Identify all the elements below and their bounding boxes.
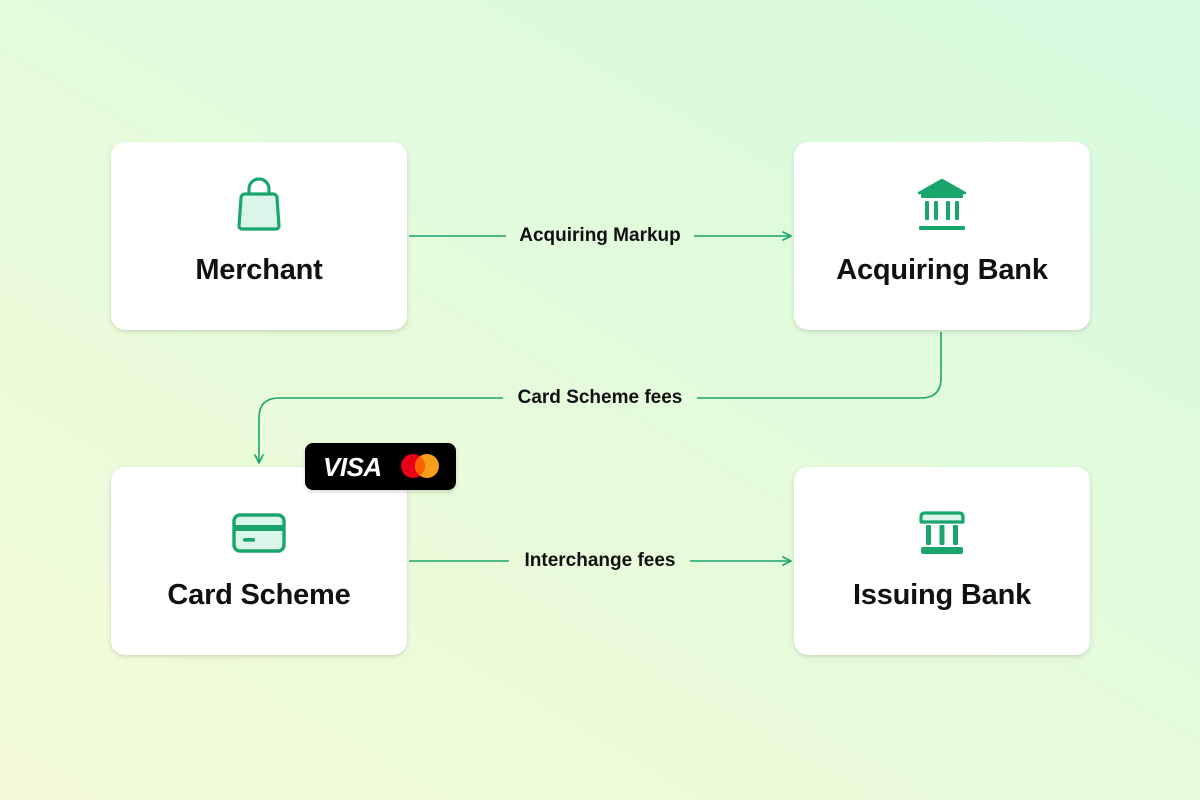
issuing-bank-label: Issuing Bank <box>852 579 1032 611</box>
acquiring-bank-label: Acquiring Bank <box>836 254 1048 286</box>
bank-icon <box>912 503 972 563</box>
interchange-fees-label: Interchange fees <box>524 550 676 571</box>
card-scheme-label: Card Scheme <box>167 579 351 611</box>
merchant-card: Merchant <box>111 142 407 330</box>
card-scheme-card: Card Scheme <box>111 467 407 655</box>
merchant-label: Merchant <box>195 254 323 286</box>
acquiring-markup-label: Acquiring Markup <box>519 225 681 246</box>
arrow-card-scheme-fees-left <box>254 397 503 464</box>
acquiring-bank-card: Acquiring Bank <box>794 142 1090 330</box>
issuing-bank-card: Issuing Bank <box>794 467 1090 655</box>
mastercard-logo-icon <box>401 454 439 478</box>
payment-brands-badge: VISA <box>305 443 456 490</box>
credit-card-icon <box>229 503 289 563</box>
arrow-card-scheme-fees-right <box>697 332 942 399</box>
shopping-bag-icon <box>229 172 289 232</box>
card-scheme-fees-label: Card Scheme fees <box>517 387 683 408</box>
visa-logo: VISA <box>323 452 382 482</box>
bank-building-icon <box>912 174 972 234</box>
